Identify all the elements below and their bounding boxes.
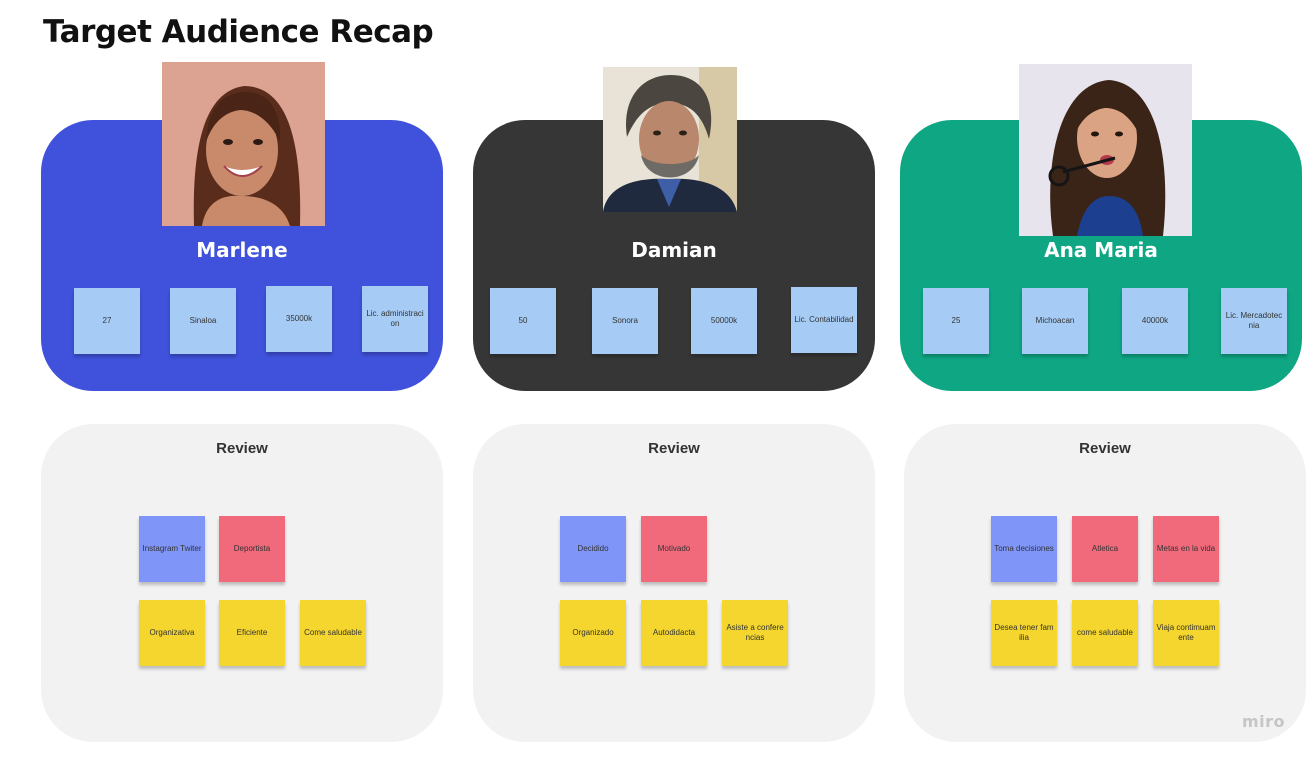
review-title: Review [1079,440,1131,457]
review-note[interactable]: Asiste a conferencias [722,600,788,666]
sticky-note-state[interactable]: Michoacan [1022,288,1088,354]
review-title: Review [216,440,268,457]
persona-name-marlene: Marlene [196,238,288,262]
sticky-note-income[interactable]: 40000k [1122,288,1188,354]
sticky-note-income[interactable]: 50000k [691,288,757,354]
review-note[interactable]: Metas en la vida [1153,516,1219,582]
page-title: Target Audience Recap [43,14,434,50]
review-panel-marlene[interactable] [41,424,443,742]
persona-photo-damian[interactable] [603,67,737,212]
review-note[interactable]: Come saludable [300,600,366,666]
sticky-note-degree[interactable]: Lic. administracion [362,286,428,352]
sticky-note-age[interactable]: 25 [923,288,989,354]
sticky-note-state[interactable]: Sinaloa [170,288,236,354]
sticky-note-state[interactable]: Sonora [592,288,658,354]
sticky-note-degree[interactable]: Lic. Contabilidad [791,287,857,353]
sticky-note-age[interactable]: 27 [74,288,140,354]
review-note[interactable]: come saludable [1072,600,1138,666]
review-note[interactable]: Organizado [560,600,626,666]
review-note[interactable]: Autodidacta [641,600,707,666]
sticky-note-income[interactable]: 35000k [266,286,332,352]
persona-photo-marlene[interactable] [162,62,325,226]
review-note[interactable]: Viaja contimuamente [1153,600,1219,666]
review-note[interactable]: Motivado [641,516,707,582]
review-note[interactable]: Eficiente [219,600,285,666]
persona-name-ana-maria: Ana Maria [1044,238,1158,262]
review-note[interactable]: Instagram Twiter [139,516,205,582]
review-note[interactable]: Organizativa [139,600,205,666]
review-title: Review [648,440,700,457]
review-panel-damian[interactable] [473,424,875,742]
review-panel-ana-maria[interactable] [904,424,1306,742]
sticky-note-age[interactable]: 50 [490,288,556,354]
review-note[interactable]: Deportista [219,516,285,582]
miro-logo: miro [1241,712,1285,731]
review-note[interactable]: Desea tener familia [991,600,1057,666]
persona-name-damian: Damian [631,238,717,262]
review-note[interactable]: Decidido [560,516,626,582]
review-note[interactable]: Toma decisiones [991,516,1057,582]
persona-photo-ana-maria[interactable] [1019,64,1192,236]
review-note[interactable]: Atletica [1072,516,1138,582]
sticky-note-degree[interactable]: Lic. Mercadotecnia [1221,288,1287,354]
